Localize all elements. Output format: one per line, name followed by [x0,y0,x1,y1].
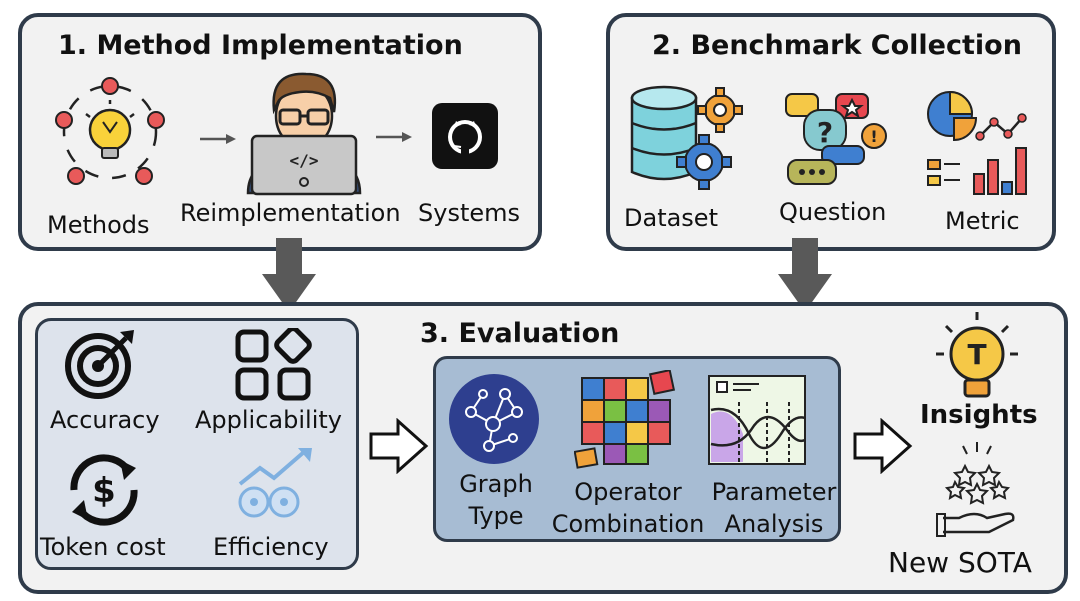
lightbulb-icon: T [934,310,1020,402]
token-cost-icon: $ [62,448,146,532]
parameter-analysis-label: Parameter Analysis [711,478,837,538]
applicability-label: Applicability [195,406,342,434]
efficiency-icon [234,444,320,520]
stars-hand-icon [935,440,1025,540]
new-sota-label: New SOTA [888,546,1032,579]
operator-combination-label: Operator Combination [551,478,705,538]
outline-arrow-icon [368,418,430,474]
methods-cycle-icon [40,70,180,205]
developer-icon: </> [234,58,374,198]
question-icon: ? ! [782,90,892,190]
arrow-right-icon [198,132,238,146]
parameter-plot-icon [707,374,807,466]
systems-label: Systems [418,199,520,227]
down-arrow-icon [262,238,316,314]
question-label: Question [779,198,887,226]
svg-text:</>: </> [290,151,319,170]
method-implementation-title: 1. Method Implementation [58,30,463,61]
metric-label: Metric [945,207,1020,235]
outline-arrow-icon [852,418,914,474]
benchmark-collection-title: 2. Benchmark Collection [652,30,1022,61]
arrow-right-icon [374,130,414,144]
svg-text:T: T [967,338,986,371]
github-icon [432,103,498,169]
reimplementation-label: Reimplementation [180,199,401,227]
methods-label: Methods [47,211,150,239]
down-arrow-icon [778,238,832,314]
metric-icon [924,86,1042,198]
accuracy-label: Accuracy [50,406,160,434]
insights-label: Insights [920,400,1038,430]
graph-type-label: Graph Type [459,470,533,530]
token-cost-label: Token cost [40,533,166,561]
dataset-label: Dataset [624,204,718,232]
svg-text:$: $ [92,471,116,511]
applicability-icon [234,328,316,402]
evaluation-title: 3. Evaluation [420,318,620,349]
graph-network-icon [447,372,541,466]
criteria-box [35,318,359,570]
svg-text:!: ! [870,127,877,146]
dataset-icon [628,84,748,196]
svg-text:?: ? [817,116,833,149]
puzzle-icon [574,370,678,470]
efficiency-label: Efficiency [213,533,329,561]
target-icon [64,328,136,400]
